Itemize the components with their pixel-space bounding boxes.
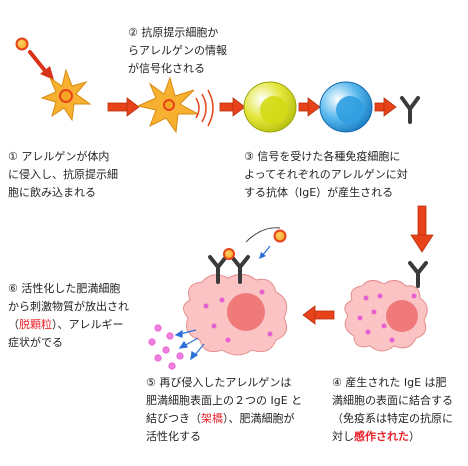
step1-allergen (15, 37, 29, 51)
step2-antigen-presenting-cell (136, 76, 200, 134)
step1-entry-arrow (28, 50, 54, 80)
arrow-blue-cell-to-antibody (374, 97, 397, 117)
sensitized-highlight: 感作された (354, 430, 409, 443)
step4-granules (357, 293, 417, 343)
step5-crosslinked-ige (208, 255, 250, 284)
step5-caption-end: ）、肥満細胞が 活性化する (146, 412, 295, 443)
step6-caption-text: ⑥ 活性化した肥満細胞 から刺激物質が放出され （ (8, 282, 129, 331)
step6-released-granules (148, 324, 184, 370)
step3-yellow-immune-cell (243, 81, 297, 133)
step3-blue-immune-cell (319, 81, 373, 133)
step4-caption-end: ） (409, 430, 420, 443)
step6-caption-end: ）、アレルギー 症状がでる (8, 318, 124, 349)
step4-caption: ④ 産生された IgE は肥 満細胞の表面に結合する （免疫系は特定の抗原に 対… (332, 374, 453, 446)
step5-caption: ⑤ 再び侵入したアレルゲンは 肥満細胞表面上の２つの IgE と 結びつき（架橋… (146, 374, 302, 446)
step5-granules (203, 289, 273, 343)
step4-caption-text: ④ 産生された IgE は肥 満細胞の表面に結合する （免疫系は特定の抗原に 対… (332, 376, 453, 443)
step3-ige-antibody (400, 96, 420, 124)
step4-bound-ige (408, 261, 428, 288)
step5-caption-text: ⑤ 再び侵入したアレルゲンは 肥満細胞表面上の２つの IgE と 結びつき（ (146, 376, 303, 425)
step6-caption: ⑥ 活性化した肥満細胞 から刺激物質が放出され （脱顆粒）、アレルギー 症状がで… (8, 280, 129, 352)
step2-signal-waves (195, 89, 214, 127)
arrow-step1-to-step2 (107, 97, 140, 117)
step1-caption: ① アレルゲンが体内 に侵入し、抗原提示細 胞に飲み込まれる (8, 150, 118, 199)
step5-bridging-allergen (223, 248, 235, 260)
degranulation-highlight: 脱顆粒 (19, 318, 52, 331)
step4-mast-cell (344, 280, 428, 352)
arrow-yellow-to-blue-cell (298, 97, 321, 117)
step3-caption: ③ 信号を受けた各種免疫細胞に よってそれぞれのアレルゲンに対 する抗体（IgE… (244, 150, 408, 199)
step2-caption: ② 抗原提示細胞か らアレルゲンの情報 が信号化される (128, 26, 227, 75)
crosslink-highlight: 架橋 (201, 412, 223, 425)
step6-release-arrows (174, 329, 205, 361)
step5-mast-cell (183, 274, 288, 356)
arrow-step2-to-step3 (219, 97, 246, 117)
step5-incoming-allergen (245, 227, 287, 259)
arrow-step3-to-step4 (410, 205, 434, 253)
step1-antigen-presenting-cell (40, 68, 92, 122)
arrow-step4-to-step5 (302, 305, 335, 325)
